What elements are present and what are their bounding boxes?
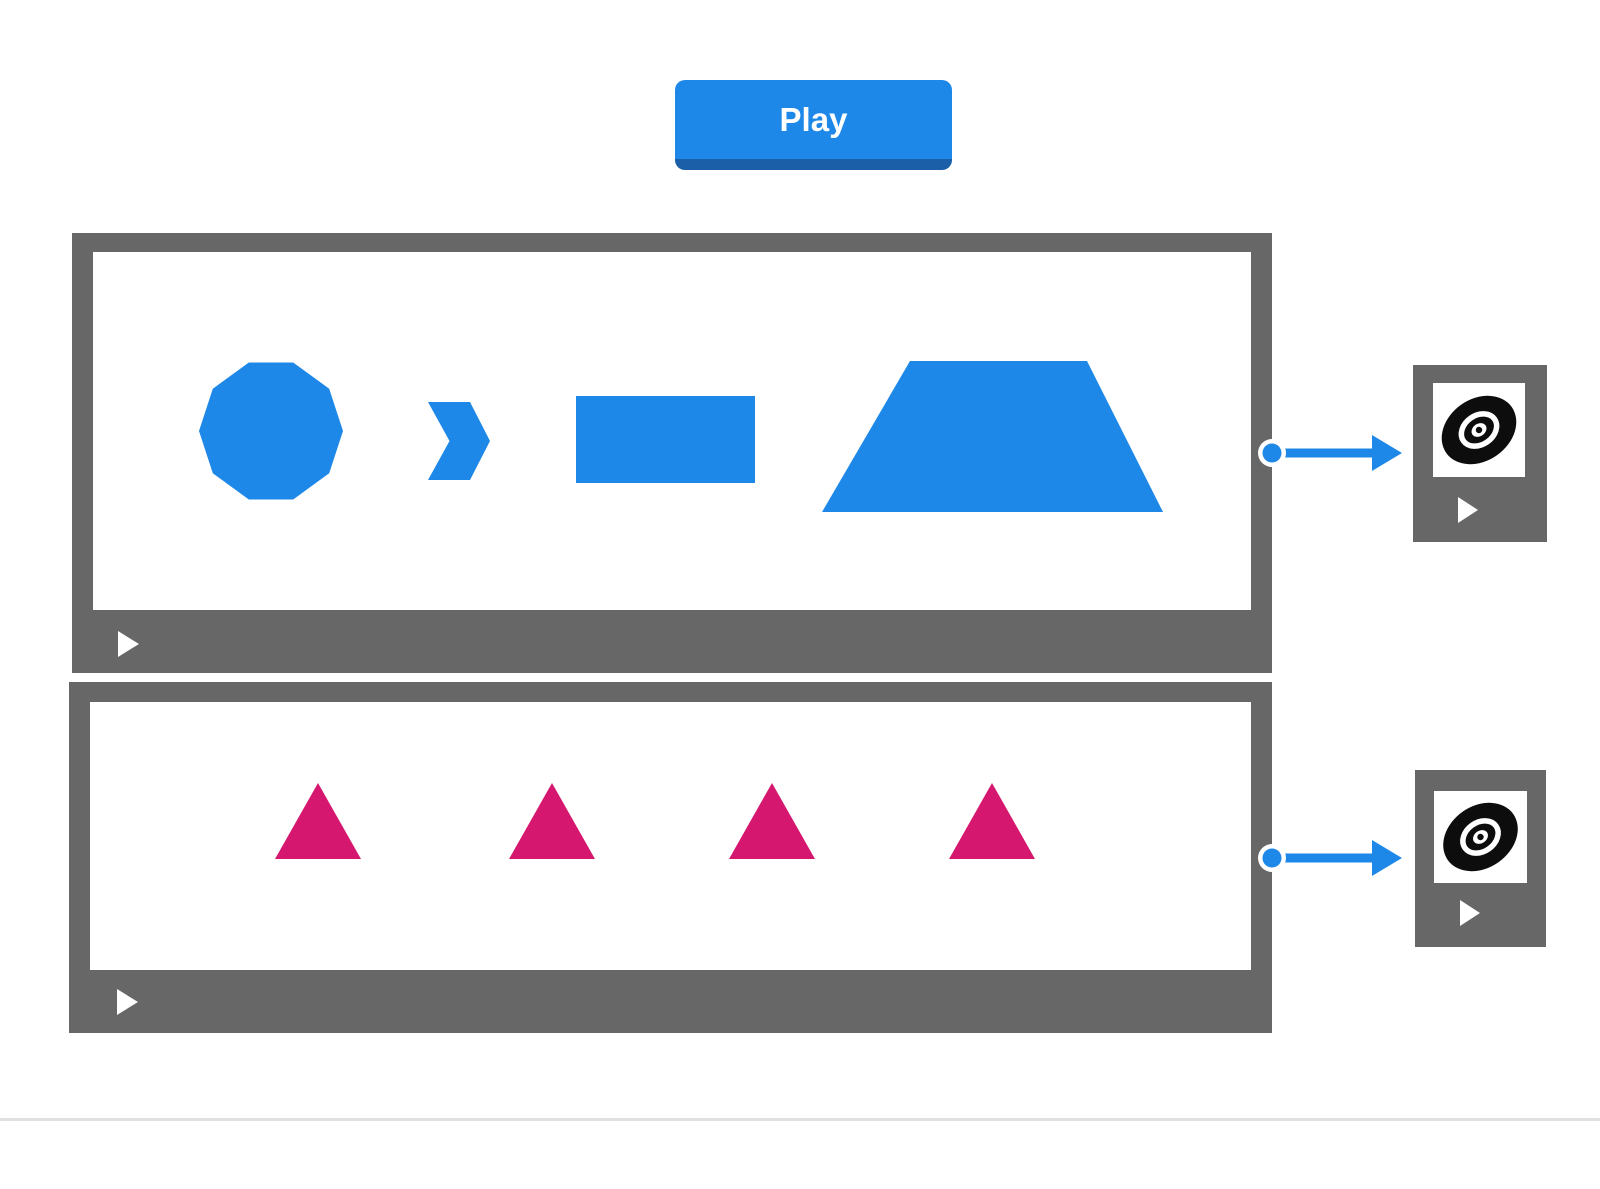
shape-decagon[interactable] [198,358,344,504]
trapezoid-polygon[interactable] [822,361,1163,512]
triangle-polygon[interactable] [509,783,595,859]
triangle-polygon[interactable] [729,783,815,859]
shape-trapezoid[interactable] [822,361,1163,512]
shape-triangle-1[interactable] [275,783,361,859]
rectangle-rect[interactable] [576,396,755,483]
vinyl-groove-ring [1458,411,1500,449]
instrument-2-play-icon[interactable] [1460,900,1480,926]
instrument-2-selector[interactable] [1434,791,1527,883]
connector-1 [1258,435,1402,471]
track-2-canvas[interactable] [90,702,1251,970]
arrow-right-icon [1372,435,1402,471]
connection-dot[interactable] [1262,443,1282,463]
connection-dot[interactable] [1262,848,1282,868]
shape-triangle-2[interactable] [509,783,595,859]
vinyl-groove-ring [1460,818,1501,856]
decagon-polygon[interactable] [199,362,343,500]
vinyl-hole [1477,833,1484,841]
triangle-polygon[interactable] [275,783,361,859]
shape-triangle-4[interactable] [949,783,1035,859]
instrument-box-2 [1415,770,1546,947]
vinyl-record-icon [1443,802,1518,872]
vinyl-record-icon [1441,395,1517,465]
instrument-1-selector[interactable] [1433,383,1525,477]
play-button[interactable]: Play [675,80,952,170]
track-2 [69,682,1272,1033]
track-2-play-icon[interactable] [117,989,138,1015]
separator-line [0,1118,1600,1121]
arrow-right-icon [1372,840,1402,876]
shape-triangle-3[interactable] [729,783,815,859]
track-1-play-icon[interactable] [118,631,139,657]
instrument-box-1 [1413,365,1547,542]
connector-2 [1258,840,1402,876]
vinyl-hole [1475,426,1483,434]
chevron-polygon[interactable] [428,402,490,480]
shape-rectangle[interactable] [576,396,755,483]
triangle-polygon[interactable] [949,783,1035,859]
shape-chevron-right[interactable] [428,402,490,480]
track-1 [72,233,1272,673]
instrument-1-play-icon[interactable] [1458,497,1478,523]
